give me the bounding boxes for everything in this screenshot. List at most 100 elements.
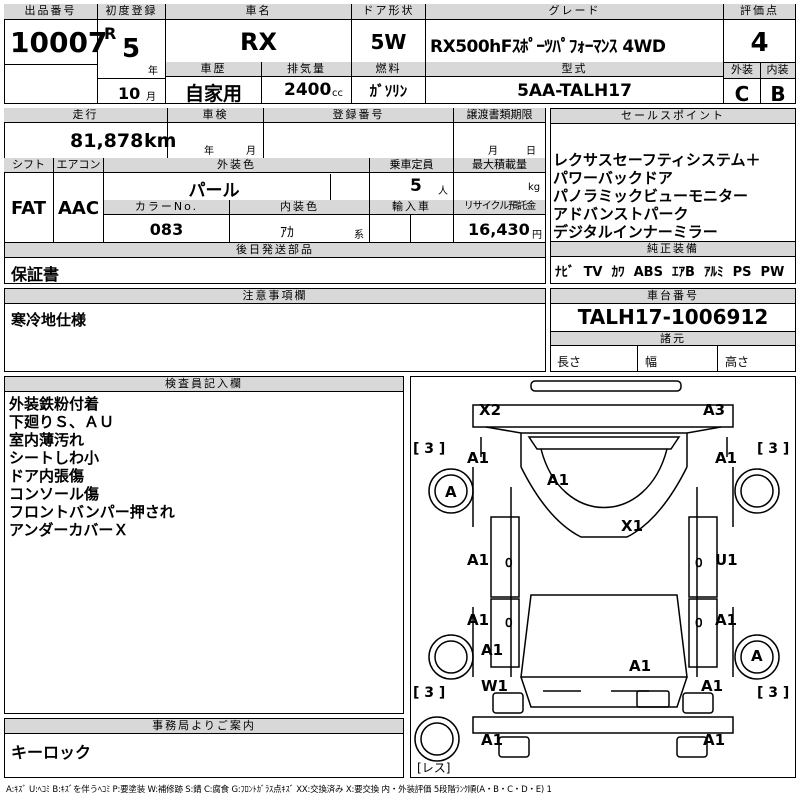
svg-text:0: 0 <box>505 616 513 630</box>
color-no-label: カラーNo. <box>104 200 229 215</box>
sales-point-item: パノラミックビューモニター <box>553 187 749 205</box>
office-label: 事務局よりご案内 <box>5 719 403 734</box>
ac-cell: エアコン AAC <box>54 158 104 242</box>
door-type: 5W <box>370 30 407 54</box>
lot-number: 10007 <box>10 26 108 59</box>
code-front-bumper-right: A3 <box>703 401 726 419</box>
reg-number-label: 登録番号 <box>264 108 453 123</box>
recycle-cell: リサイクル預託金 16,430 円 <box>454 200 546 242</box>
score-cell: 評価点 4 外装 内装 C B <box>724 4 796 106</box>
sales-points-label: セールスポイント <box>551 109 795 124</box>
shift-cell: シフト FAT <box>4 158 54 242</box>
shift: FAT <box>10 198 47 219</box>
inspector-line: 外装鉄粉付着 <box>9 395 100 413</box>
car-name-label: 車名 <box>166 4 351 20</box>
reg-number-cell: 登録番号 <box>264 108 454 158</box>
equipment-item: ｱﾙﾐ <box>704 265 724 280</box>
cc-unit: cc <box>332 88 343 99</box>
code-rear-left: W1 <box>481 677 508 695</box>
ac-label: エアコン <box>54 158 103 173</box>
shaken-month-unit: 月 <box>246 146 256 157</box>
inspector-line: アンダーカバーＸ <box>9 521 129 539</box>
interior-grade: B <box>770 82 786 106</box>
sales-point-item: デジタルインナーミラー <box>553 223 718 241</box>
notes-text: 寒冷地仕様 <box>11 311 87 329</box>
mileage-cell: 走行 81,878 km <box>4 108 176 158</box>
interior-color-cell: 内装色 ｱｶ 系 <box>230 200 370 242</box>
transfer-month-unit: 月 <box>488 146 498 157</box>
width-label: 幅 <box>645 355 658 369</box>
color: パール <box>188 181 240 201</box>
sales-point-item: アドバンストパーク <box>553 205 689 223</box>
import-label: 輸入車 <box>370 200 453 215</box>
inspector-line: コンソール傷 <box>9 485 100 503</box>
yen-unit: 円 <box>532 230 542 241</box>
grade-cell: グレード RX500hFｽﾎﾟｰﾂﾊﾟﾌｫｰﾏﾝｽ 4WD <box>426 4 724 62</box>
later-parts-cell: 後日発送部品 保証書 <box>4 242 546 284</box>
notes-box: 注意事項欄 寒冷地仕様 <box>4 288 546 372</box>
sales-points-list: レクサスセーフティシステム＋ パワーバックドア パノラミックビューモニター アド… <box>553 151 760 241</box>
code-front-bumper-left: X2 <box>479 401 502 419</box>
transfer-day-unit: 日 <box>526 146 536 157</box>
mileage-label: 走行 <box>4 108 167 123</box>
inspector-line: ドア内張傷 <box>9 467 85 485</box>
sales-points: セールスポイント レクサスセーフティシステム＋ パワーバックドア パノラミックビ… <box>550 108 796 284</box>
tire-rl-depth: 3 <box>424 685 435 701</box>
svg-text:0: 0 <box>505 556 513 570</box>
import-cell: 輸入車 <box>370 200 454 242</box>
spare-tire-label: レス <box>421 761 446 775</box>
equipment-item: ABS <box>633 265 663 280</box>
office-box: 事務局よりご案内 キーロック <box>4 718 404 778</box>
inspector-line: 室内薄汚れ <box>9 431 85 449</box>
code-rear-bumper-right: A1 <box>703 731 726 749</box>
chassis-label: 車台番号 <box>551 289 795 304</box>
color-cell: 外装色 パール <box>104 158 370 201</box>
color-no: 083 <box>149 220 184 239</box>
equipment-item: PW <box>760 265 785 280</box>
later-parts-text: 保証書 <box>11 265 60 284</box>
displacement: 2400 <box>284 80 332 100</box>
year-unit: 年 <box>148 66 158 77</box>
model-label: 型式 <box>426 62 723 77</box>
legend: A:ｷｽﾞ U:ﾍｺﾐ B:ｷｽﾞを伴うﾍｺﾐ P:要塗装 W:補修跡 S:錆 … <box>6 785 552 795</box>
exterior-grade-label: 外装 <box>731 63 753 76</box>
code-rear-right: A1 <box>701 677 724 695</box>
shaken-label: 車検 <box>168 108 263 123</box>
grade: RX500hFｽﾎﾟｰﾂﾊﾟﾌｫｰﾏﾝｽ 4WD <box>430 37 666 57</box>
code-fender-fl: A1 <box>467 449 490 467</box>
svg-text:0: 0 <box>695 556 703 570</box>
tire-fr-depth: 3 <box>768 441 779 457</box>
lot-number-cell: 出品番号 10007 <box>4 4 107 104</box>
color-label: 外装色 <box>104 158 369 173</box>
capacity: 5 <box>410 176 422 196</box>
sales-point-item: パワーバックドア <box>553 169 673 187</box>
score: 4 <box>750 28 769 58</box>
door-cell: ドア形状 5W <box>352 4 426 62</box>
code-quarter-rl: A1 <box>481 641 504 659</box>
shaken-year-unit: 年 <box>204 146 214 157</box>
sales-point-item: レクサスセーフティシステム＋ <box>553 151 761 169</box>
office-text: キーロック <box>11 743 92 762</box>
recycle-amount: 16,430 <box>468 220 530 239</box>
door-label: ドア形状 <box>352 4 425 20</box>
code-roof: X1 <box>621 517 644 535</box>
interior-color: ｱｶ <box>280 225 294 241</box>
registration-year: 5 <box>122 34 141 64</box>
capacity-cell: 乗車定員 5 人 <box>370 158 454 200</box>
tire-fl: [ 3 ] <box>413 441 446 457</box>
specs-label: 諸元 <box>551 332 795 346</box>
inspector-box: 検査員記入欄 外装鉄粉付着 下廻りＳ、ＡＵ 室内薄汚れ シートしわ小 ドア内張傷… <box>4 376 404 714</box>
interior-color-unit: 系 <box>354 230 364 241</box>
code-wheel-fl: A <box>445 483 457 501</box>
era-mark: R <box>104 24 117 43</box>
exterior-grade: C <box>734 82 750 106</box>
height-label: 高さ <box>725 355 750 369</box>
model-cell: 型式 5AA-TALH17 <box>426 62 724 104</box>
length-label: 長さ <box>557 355 582 369</box>
code-rear-bumper-left: A1 <box>481 731 504 749</box>
load-cell: 最大積載量 kg <box>454 158 546 200</box>
first-registration-label: 初度登録 <box>98 4 165 20</box>
code-wheel-rr: A <box>751 647 763 665</box>
inspector-line: 下廻りＳ、ＡＵ <box>9 413 115 431</box>
tire-rr: [ 3 ] <box>757 685 790 701</box>
